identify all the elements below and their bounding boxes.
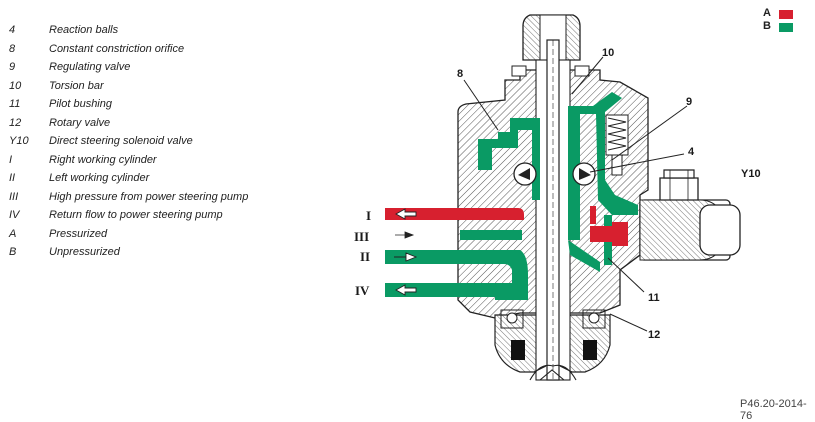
legend-desc: Right working cylinder — [49, 153, 157, 166]
legend-code: A — [9, 227, 17, 240]
color-key: A B — [763, 7, 803, 35]
solenoid-valve-y10 — [639, 169, 741, 261]
solenoid-plunger — [590, 222, 628, 246]
legend-row: B Unpressurized — [9, 246, 329, 264]
callout-12: 12 — [648, 329, 660, 341]
legend-row: Y10 Direct steering solenoid valve — [9, 135, 329, 153]
legend-code: III — [9, 190, 19, 203]
callout-11: 11 — [648, 292, 660, 304]
legend-desc: Regulating valve — [49, 61, 131, 73]
legend-desc: Pilot bushing — [49, 98, 112, 110]
legend-desc: Return flow to power steering pump — [49, 209, 223, 221]
legend-code: 9 — [9, 61, 16, 73]
legend-row: I Right working cylinder — [9, 154, 329, 172]
regulating-valve — [605, 114, 629, 176]
key-letter: B — [763, 20, 771, 32]
legend-code: I — [9, 153, 13, 166]
legend-code: B — [9, 246, 17, 258]
pressurized-swatch — [779, 10, 793, 19]
legend-row: 10 Torsion bar — [9, 80, 329, 98]
pinion-gear — [529, 364, 577, 381]
legend-row: 8 Constant constriction orifice — [9, 43, 329, 61]
bearings — [500, 309, 606, 360]
legend-row: 9 Regulating valve — [9, 61, 329, 79]
key-letter: A — [763, 7, 771, 19]
solenoid-connector — [659, 177, 699, 201]
callout-y10: Y10 — [741, 168, 761, 180]
arrow-port-4 — [395, 284, 417, 296]
legend-desc: Unpressurized — [49, 246, 120, 258]
arrow-port-2 — [394, 252, 418, 262]
key-row-unpressurized: B — [763, 20, 803, 34]
leader-lines — [463, 56, 688, 332]
legend-row: IV Return flow to power steering pump — [9, 209, 329, 227]
callout-8: 8 — [457, 68, 463, 80]
port-label-1: I — [366, 208, 371, 223]
unpressurized-channels — [385, 92, 638, 300]
legend-code: 8 — [9, 42, 16, 55]
port-arrows — [394, 208, 418, 296]
reaction-balls — [513, 162, 596, 186]
legend-code: 11 — [9, 98, 21, 110]
legend-desc: Left working cylinder — [49, 172, 150, 184]
port-label-3: III — [354, 229, 369, 244]
seal-right — [583, 340, 597, 360]
port-1-channel — [385, 208, 524, 220]
key-row-pressurized: A — [763, 7, 803, 21]
pressurized-channels — [385, 206, 628, 246]
legend-desc: High pressure from power steering pump — [49, 190, 249, 203]
legend-desc: Direct steering solenoid valve — [49, 135, 193, 147]
neck-cap-right — [574, 65, 590, 77]
legend-row: 12 Rotary valve — [9, 117, 329, 135]
legend-desc: Reaction balls — [49, 24, 119, 36]
legend-code: 4 — [9, 24, 16, 36]
seal-left — [511, 340, 525, 360]
legend-code: Y10 — [9, 135, 29, 147]
port-3-channel — [460, 230, 522, 240]
port-label-2: II — [360, 249, 370, 264]
legend-row: III High pressure from power steering pu… — [9, 191, 329, 209]
callout-4: 4 — [688, 146, 695, 158]
legend-code: 10 — [9, 79, 22, 92]
port-2-channel — [385, 250, 520, 264]
unpressurized-swatch — [779, 23, 793, 32]
legend-row: II Left working cylinder — [9, 172, 329, 190]
legend-row: A Pressurized — [9, 228, 329, 246]
arrow-port-1 — [395, 208, 417, 220]
legend-code: 12 — [9, 116, 22, 129]
neck-cap-left — [511, 65, 527, 77]
arrow-port-3 — [395, 231, 415, 239]
legend-desc: Rotary valve — [49, 116, 111, 129]
legend-code: IV — [9, 209, 20, 221]
legend-desc: Pressurized — [49, 227, 108, 240]
legend-desc: Torsion bar — [49, 79, 104, 92]
callout-9: 9 — [686, 96, 692, 108]
legend-desc: Constant constriction orifice — [49, 42, 185, 55]
legend-code: II — [9, 172, 16, 184]
port-label-4: IV — [355, 283, 370, 298]
callout-10: 10 — [602, 47, 614, 59]
figure-reference: P46.20-2014-76 — [740, 398, 807, 422]
port-4-channel — [385, 283, 505, 297]
legend-row: 4 Reaction balls — [9, 24, 329, 42]
legend-row: 11 Pilot bushing — [9, 98, 329, 116]
channel-8 — [478, 118, 530, 170]
